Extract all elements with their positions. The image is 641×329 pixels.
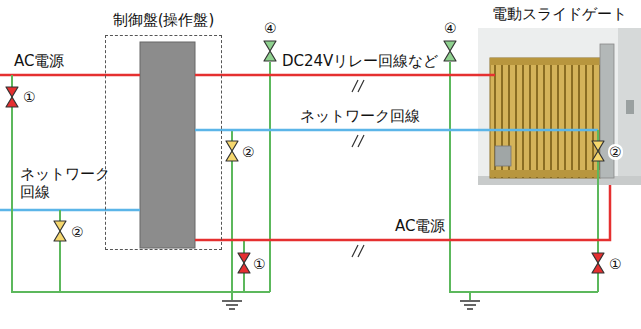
surge-protector <box>6 41 604 273</box>
ac-line <box>195 239 222 242</box>
break-mark <box>352 245 364 257</box>
surge-protector <box>444 41 456 61</box>
ac-line <box>0 74 140 77</box>
network-line <box>0 209 140 212</box>
ground-symbol <box>460 300 480 302</box>
relay-line <box>478 74 495 77</box>
ground-wire <box>469 292 471 300</box>
node-heading: 制御盤(操作盤) <box>106 11 221 30</box>
surge-protector <box>592 141 604 161</box>
network-line <box>195 129 222 132</box>
ground-wire <box>269 62 271 292</box>
surge-protector <box>226 141 238 161</box>
ground-wire <box>12 75 270 292</box>
ground-symbol <box>229 308 235 310</box>
cable-line <box>222 74 478 77</box>
gate-illustration <box>478 28 641 185</box>
ground-symbol <box>464 304 476 306</box>
ground-wire <box>449 62 451 75</box>
gate-illustration <box>495 146 511 166</box>
cable-line <box>222 185 610 240</box>
cable-label: ネットワーク回線 <box>298 107 422 125</box>
gate-illustration <box>626 100 634 114</box>
callout-number: ② <box>241 144 256 160</box>
callout-number: ① <box>252 256 267 272</box>
callout-number: ② <box>70 224 85 240</box>
network-line <box>478 129 598 132</box>
cable-line <box>222 129 478 132</box>
line-label: ネットワーク 回線 <box>20 165 116 201</box>
line-label: AC電源 <box>14 52 64 70</box>
callout-number: ④ <box>263 20 278 36</box>
cable-label: AC電源 <box>393 217 447 235</box>
surge-protector <box>592 253 604 273</box>
ground-wire <box>12 62 598 300</box>
surge-protector <box>238 253 250 273</box>
gate-illustration <box>490 58 600 178</box>
gate-box: 電動スライドゲート <box>478 28 641 185</box>
ground-symbol <box>222 300 242 302</box>
callout-number: ① <box>608 256 623 272</box>
surge-protector <box>6 87 18 107</box>
node-heading: 電動スライドゲート <box>478 5 641 24</box>
gate-illustration <box>490 170 600 177</box>
ground-wire <box>231 292 233 300</box>
ground-symbol <box>467 308 473 310</box>
surge-protector <box>54 221 66 241</box>
ground-symbol <box>226 304 238 306</box>
relay-line <box>195 74 222 77</box>
callout-number: ② <box>608 144 623 160</box>
callout-number: ① <box>22 89 37 105</box>
ground-wire <box>450 62 598 292</box>
panel-body <box>140 42 195 248</box>
gate-illustration <box>490 58 600 65</box>
callout-number: ④ <box>443 20 458 36</box>
surge-protector <box>264 41 276 61</box>
gate-illustration <box>618 28 641 185</box>
ground-wire <box>269 62 271 75</box>
gate-illustration <box>478 28 641 185</box>
control-panel: 制御盤(操作盤) <box>105 35 222 250</box>
break-mark <box>352 135 364 147</box>
ground-symbol <box>222 301 480 309</box>
cable-label: DC24Vリレー回線など <box>280 52 440 70</box>
break-mark <box>352 80 364 92</box>
